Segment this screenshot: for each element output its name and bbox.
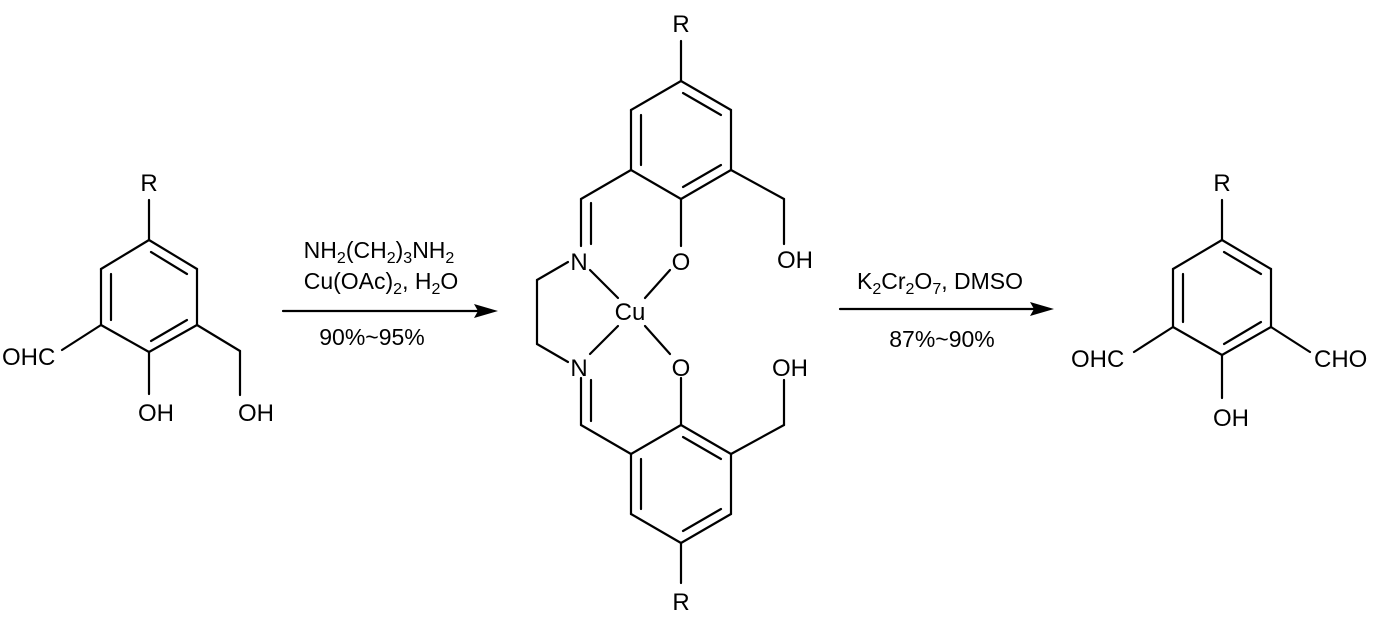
complex-oh-top-label: OH <box>777 247 813 274</box>
starting-material: R OHC OH OH <box>2 170 274 427</box>
complex-n-top-label: N <box>570 249 587 276</box>
complex-r-bottom-label: R <box>672 589 689 616</box>
product-aldehyde-left-label: OHC <box>1071 346 1124 373</box>
product-oh-label: OH <box>1213 405 1249 432</box>
step2-conditions: K2Cr2O7, DMSO 87%~90% <box>838 268 1054 352</box>
step2-reagent-oxidant: K2Cr2O7, DMSO <box>857 268 1023 298</box>
product-r-label: R <box>1213 170 1230 197</box>
step1-conditions: NH2(CH2)3NH2 Cu(OAc)2, H2O 90%~95% <box>281 237 498 350</box>
step1-arrow-head <box>474 304 498 318</box>
step1-yield: 90%~95% <box>319 324 425 350</box>
copper-center-label: Cu <box>615 299 646 326</box>
aldehyde-label: OHC <box>2 344 55 371</box>
product-aldehyde-right-label: CHO <box>1314 346 1367 373</box>
complex-oh-bottom-label: OH <box>772 355 808 382</box>
alcohol-oh-label: OH <box>238 400 274 427</box>
r-label: R <box>140 170 157 197</box>
complex-n-bottom-label: N <box>570 355 587 382</box>
step1-reagent-copper: Cu(OAc)2, H2O <box>304 268 459 298</box>
step2-yield: 87%~90% <box>889 326 995 352</box>
complex-o-top-label: O <box>672 249 691 276</box>
phenol-oh-label: OH <box>138 400 174 427</box>
complex-o-bottom-label: O <box>672 355 691 382</box>
step1-reagent-diamine: NH2(CH2)3NH2 <box>304 237 455 267</box>
complex-r-top-label: R <box>672 11 689 38</box>
step2-arrow-head <box>1030 302 1054 316</box>
copper-complex: R N O OH Cu N O OH R <box>535 11 813 616</box>
product: R OHC CHO OH <box>1071 170 1367 432</box>
